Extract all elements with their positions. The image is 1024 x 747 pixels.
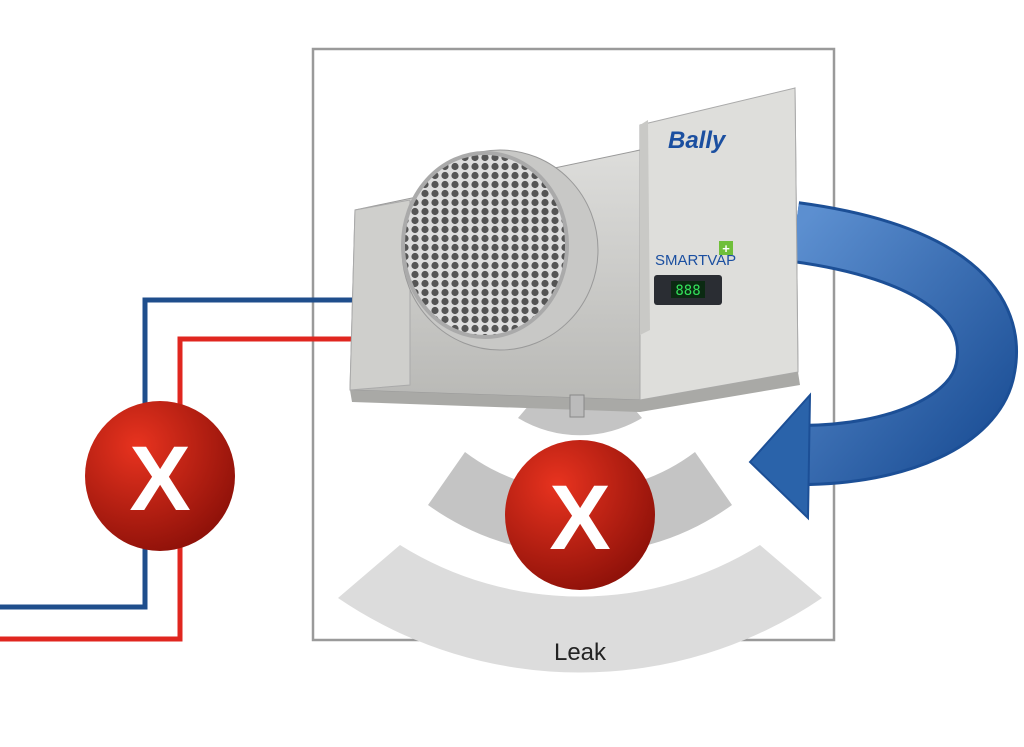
leak-fault-x-icon: X: [549, 467, 610, 569]
leak-label: Leak: [554, 639, 607, 666]
leak-fault-badge: X: [505, 440, 655, 590]
evaporator-unit: Bally SMARTVAP + 888: [349, 87, 800, 418]
wave-large: [338, 545, 822, 673]
product-name: SMARTVAP: [655, 252, 736, 269]
pipe-fault-badge: X: [85, 401, 235, 551]
plus-badge: [719, 241, 733, 255]
pipe-fault-x-icon: X: [129, 428, 190, 530]
airflow-arrow-icon: [748, 201, 1018, 521]
display-readout: 888: [675, 283, 700, 299]
brand-logo: Bally: [668, 127, 727, 154]
plus-badge-text: +: [722, 241, 730, 256]
fan-grille: [401, 151, 569, 339]
